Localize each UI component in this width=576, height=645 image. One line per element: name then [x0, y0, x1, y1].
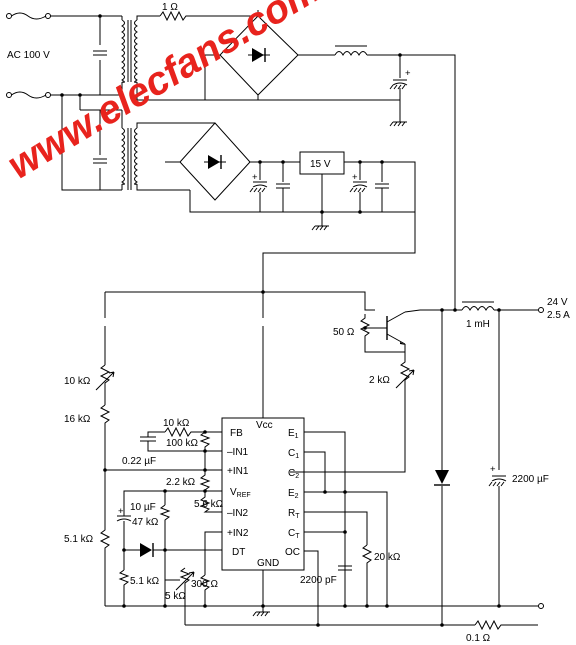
ground-symbol-3	[252, 611, 270, 617]
ac-input-label: AC 100 V	[7, 50, 50, 61]
resistor-16k	[99, 404, 111, 470]
ic-vcc: Vcc	[256, 420, 273, 431]
r-1ohm-label: 1 Ω	[162, 2, 178, 13]
ic-vref: VREF	[230, 487, 251, 499]
resistor-5k6	[199, 491, 222, 513]
electrolytic-capacitor-3: +	[349, 172, 368, 193]
inductor-1mh	[461, 301, 495, 312]
r-56k-label: 5.6 kΩ	[194, 499, 224, 510]
ic-in1-minus: –IN1	[227, 447, 249, 458]
resistor-10k-fb	[164, 426, 205, 438]
c-10u-label: 10 µF	[130, 502, 156, 513]
r-100k-label: 100 kΩ	[166, 438, 198, 449]
resistor-5k1-left	[99, 470, 111, 606]
resistor-0-1ohm	[474, 619, 538, 631]
transformer-2	[121, 110, 138, 190]
r-51k-b-label: 5.1 kΩ	[130, 576, 160, 587]
capacitor-filter-2	[375, 183, 389, 189]
r-22k-label: 2.2 kΩ	[166, 477, 196, 488]
svg-text:+: +	[405, 68, 411, 79]
svg-text:+: +	[490, 464, 496, 475]
ic-c1: C1	[288, 448, 299, 460]
resistor-2k-variable	[290, 352, 411, 473]
output-capacitor-2200uf: +	[488, 464, 507, 487]
ground-symbol-1	[389, 121, 407, 127]
out-current-label: 2.5 A	[547, 310, 570, 321]
ic-dt: DT	[232, 547, 245, 558]
capacitor-10uf: +	[116, 506, 132, 522]
resistor-50ohm	[359, 314, 406, 353]
flywheel-diode	[434, 470, 450, 486]
svg-text:+: +	[118, 506, 124, 517]
r-01-label: 0.1 Ω	[466, 633, 491, 644]
ic-rt: RT	[288, 508, 300, 520]
capacitor-2200pf	[338, 565, 352, 571]
resistor-10k-variable	[99, 364, 111, 405]
out-voltage-label: 24 V	[547, 297, 568, 308]
r-300-label: 300 Ω	[191, 579, 218, 590]
ic-e1: E1	[288, 428, 299, 440]
bridge-rectifier-2	[179, 122, 251, 201]
regulator-15v-label: 15 V	[310, 159, 331, 170]
resistor-5k-variable	[179, 567, 191, 625]
output-terminal-positive	[538, 307, 544, 313]
r-51k-a-label: 5.1 kΩ	[64, 534, 94, 545]
input-capacitor-2	[93, 158, 107, 164]
r-10k-a-label: 10 kΩ	[64, 376, 91, 387]
svg-text:+: +	[252, 172, 258, 183]
deadtime-diode	[140, 543, 154, 557]
r-50-label: 50 Ω	[333, 327, 355, 338]
ic-e2: E2	[288, 488, 299, 500]
ground-symbol-2	[311, 225, 329, 231]
r-20k-label: 20 kΩ	[374, 552, 401, 563]
c-022-label: 0.22 µF	[122, 456, 156, 467]
output-transistor	[365, 309, 421, 345]
r-2k-label: 2 kΩ	[369, 375, 390, 386]
r-47k-label: 47 kΩ	[132, 517, 159, 528]
electrolytic-capacitor-2: +	[249, 172, 268, 193]
ic-gnd: GND	[257, 558, 279, 569]
inductor-input	[334, 51, 368, 57]
ic-oc: OC	[285, 547, 300, 558]
ic-in2-plus: +IN2	[227, 528, 249, 539]
ic-ct: CT	[288, 528, 300, 540]
ic-c2: C2	[288, 468, 299, 480]
resistor-5k1-lower	[118, 569, 130, 606]
ic-in2-minus: –IN2	[227, 508, 249, 519]
svg-text:+: +	[352, 172, 358, 183]
l-1mh-label: 1 mH	[466, 319, 490, 330]
resistor-47k	[159, 504, 171, 550]
output-terminal-negative	[538, 603, 544, 609]
r-16k-label: 16 kΩ	[64, 414, 91, 425]
ic-fb: FB	[230, 428, 243, 439]
r-5k-label: 5 kΩ	[165, 591, 186, 602]
resistor-1ohm	[159, 10, 258, 22]
resistor-2k2	[199, 470, 222, 492]
capacitor-022uf	[140, 436, 156, 442]
transformer-1	[80, 16, 138, 96]
input-capacitor-1	[93, 50, 107, 56]
c-2200u-label: 2200 µF	[512, 474, 549, 485]
electrolytic-capacitor-1: +	[389, 68, 411, 90]
resistor-20k	[361, 544, 373, 606]
watermark: www.elecfans.com	[0, 0, 328, 188]
r-10k-b-label: 10 kΩ	[163, 418, 190, 429]
capacitor-filter-1	[276, 183, 290, 189]
ic-in1-plus: +IN1	[227, 466, 249, 477]
resistor-100k	[199, 431, 211, 451]
resistor-300ohm	[199, 574, 211, 606]
